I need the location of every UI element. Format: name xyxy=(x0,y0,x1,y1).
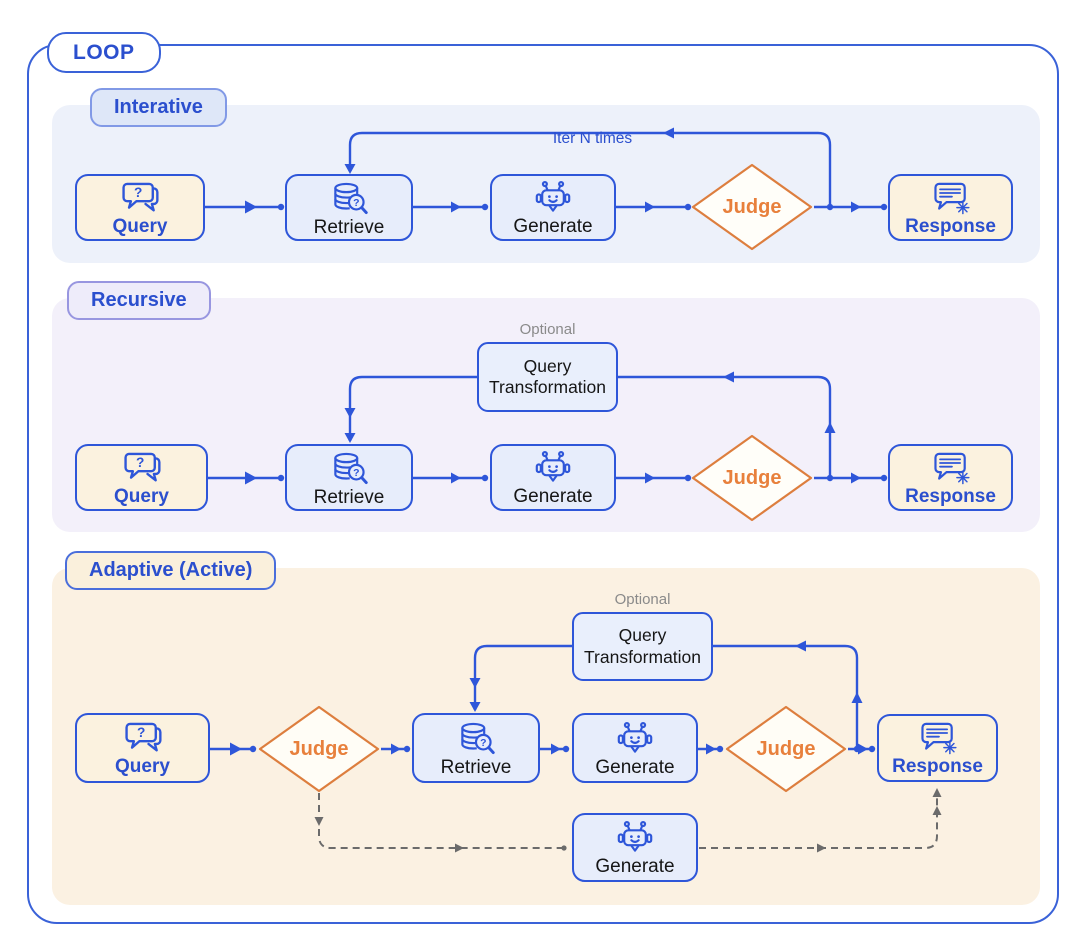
judge-diamond-shape xyxy=(691,434,813,522)
node-generate-adaptive-direct: Generate xyxy=(572,813,698,882)
loop-title: LOOP xyxy=(73,40,135,64)
node-label: Generate xyxy=(595,856,675,878)
adaptive-label: Adaptive (Active) xyxy=(89,559,253,581)
node-label: Retrieve xyxy=(313,486,385,508)
speech-bubbles-question-icon: ? xyxy=(119,181,161,216)
loop-title-pill: LOOP xyxy=(47,32,161,73)
node-label: Judge xyxy=(722,466,782,489)
node-generate-adaptive: Generate xyxy=(572,713,698,783)
node-label: Generate xyxy=(513,486,593,508)
node-label: Retrieve xyxy=(313,216,385,238)
section-label-iterative: Interative xyxy=(90,88,227,127)
node-retrieve-recursive: ? Retrieve xyxy=(285,444,413,511)
speech-bubbles-question-icon: ? xyxy=(122,721,164,756)
judge-diamond-shape xyxy=(691,163,813,251)
node-label: Judge xyxy=(722,195,782,218)
section-label-recursive: Recursive xyxy=(67,281,211,320)
recursive-label: Recursive xyxy=(91,289,187,311)
iteration-annotation: Iter N times xyxy=(552,130,633,147)
node-judge-iterative: Judge xyxy=(690,163,814,251)
judge-diamond-shape xyxy=(725,705,847,793)
node-judge-adaptive-pre: Judge xyxy=(257,705,381,793)
node-label: Query xyxy=(114,485,169,507)
node-retrieve-adaptive: ? Retrieve xyxy=(412,713,540,783)
svg-text:?: ? xyxy=(480,738,486,749)
node-judge-adaptive-post: Judge xyxy=(724,705,848,793)
node-generate-iterative: Generate xyxy=(490,174,616,241)
speech-bubbles-question-icon: ? xyxy=(121,451,163,486)
database-search-icon: ? xyxy=(329,450,369,487)
node-label: Judge xyxy=(289,737,349,760)
svg-text:?: ? xyxy=(353,468,359,479)
node-label: Judge xyxy=(756,737,816,760)
svg-text:?: ? xyxy=(353,198,359,209)
node-label: Generate xyxy=(595,756,675,778)
database-search-icon: ? xyxy=(329,180,369,217)
node-query-recursive: ? Query xyxy=(75,444,208,511)
speech-bubble-snowflake-icon xyxy=(917,721,959,756)
node-response-recursive: Response xyxy=(888,444,1013,511)
node-label: Query xyxy=(115,756,170,778)
robot-chat-icon xyxy=(532,180,574,216)
node-response-adaptive: Response xyxy=(877,714,998,782)
svg-text:?: ? xyxy=(135,455,143,470)
node-label: Response xyxy=(905,485,996,507)
database-search-icon: ? xyxy=(456,720,496,757)
node-label: Generate xyxy=(513,216,593,238)
svg-text:?: ? xyxy=(136,725,144,740)
judge-diamond-shape xyxy=(258,705,380,793)
optional-label-recursive: Optional xyxy=(519,321,576,338)
node-query-transformation-recursive: Query Transformation xyxy=(477,342,618,412)
iterative-label: Interative xyxy=(114,96,203,118)
speech-bubble-snowflake-icon xyxy=(930,181,972,216)
node-query-iterative: ? Query xyxy=(75,174,205,241)
robot-chat-icon xyxy=(614,721,656,757)
section-label-adaptive: Adaptive (Active) xyxy=(65,551,277,590)
node-label: Query Transformation xyxy=(488,355,607,397)
node-label: Query Transformation xyxy=(583,625,702,667)
node-label: Response xyxy=(905,215,996,237)
optional-label-adaptive: Optional xyxy=(614,591,671,608)
node-label: Response xyxy=(892,756,983,778)
node-query-transformation-adaptive: Query Transformation xyxy=(572,612,713,681)
speech-bubble-snowflake-icon xyxy=(930,451,972,486)
node-label: Retrieve xyxy=(440,757,512,779)
robot-chat-icon xyxy=(532,450,574,486)
node-judge-recursive: Judge xyxy=(690,434,814,522)
svg-text:?: ? xyxy=(134,185,142,200)
robot-chat-icon xyxy=(614,820,656,856)
node-generate-recursive: Generate xyxy=(490,444,616,511)
node-query-adaptive: ? Query xyxy=(75,713,210,783)
node-label: Query xyxy=(112,215,168,237)
node-response-iterative: Response xyxy=(888,174,1013,241)
node-retrieve-iterative: ? Retrieve xyxy=(285,174,413,241)
